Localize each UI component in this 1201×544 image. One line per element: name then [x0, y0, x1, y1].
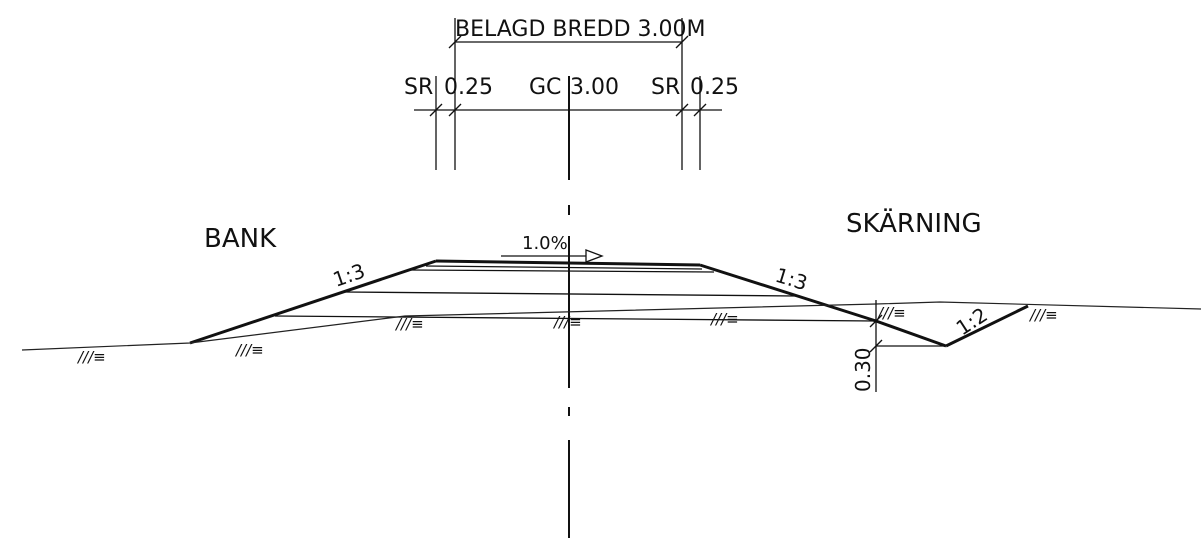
ground-symbol: ///≡: [552, 313, 582, 331]
ditch-outer-slope: [945, 304, 1029, 348]
right-sr-value: 0.25: [690, 75, 739, 100]
embankment: [189, 259, 1029, 348]
ground-symbol: ///≡: [76, 348, 106, 366]
ditch-depth-dimension: 0.30: [851, 300, 946, 392]
ground-symbol: ///≡: [876, 304, 906, 322]
layer-line: [409, 269, 715, 273]
ditch-depth-label: 0.30: [851, 347, 875, 392]
existing-ground: [21, 301, 1201, 351]
right-slope: [699, 263, 877, 323]
layer-line: [274, 315, 877, 322]
crossfall-label: 1.0%: [522, 233, 568, 254]
ground-symbols: ///≡ ///≡ ///≡ ///≡ ///≡ ///≡ ///≡: [76, 304, 1058, 366]
ground-symbol: ///≡: [234, 341, 264, 359]
gc-value: 3.00: [570, 75, 619, 100]
right-sr-label: SR: [651, 75, 680, 100]
ground-symbol: ///≡: [709, 310, 739, 328]
dim-tick: [869, 339, 883, 353]
skarning-label: SKÄRNING: [846, 207, 982, 239]
belagd-bredd-label: BELAGD BREDD 3.00M: [455, 17, 706, 42]
ditch-slope-ratio: 1:2: [952, 303, 992, 341]
left-sr-value: 0.25: [444, 75, 493, 100]
ground-line: [21, 301, 1201, 351]
gc-label: GC: [529, 75, 561, 100]
left-sr-label: SR: [404, 75, 433, 100]
dim-tick: [869, 314, 883, 328]
left-bank-slope: [189, 259, 437, 345]
ground-symbol: ///≡: [1028, 306, 1058, 324]
road-surface: [435, 259, 701, 267]
dimension-chain: BELAGD BREDD 3.00M SR 0.25 GC 3.00 SR 0.…: [404, 17, 739, 170]
bank-label: BANK: [204, 224, 277, 254]
ditch-inner-slope: [875, 319, 947, 348]
layer-line: [425, 265, 703, 270]
ground-symbol: ///≡: [394, 315, 424, 333]
layer-line: [343, 291, 797, 297]
crossfall-indicator: 1.0%: [501, 233, 604, 263]
crossfall-arrow-head: [585, 249, 604, 263]
